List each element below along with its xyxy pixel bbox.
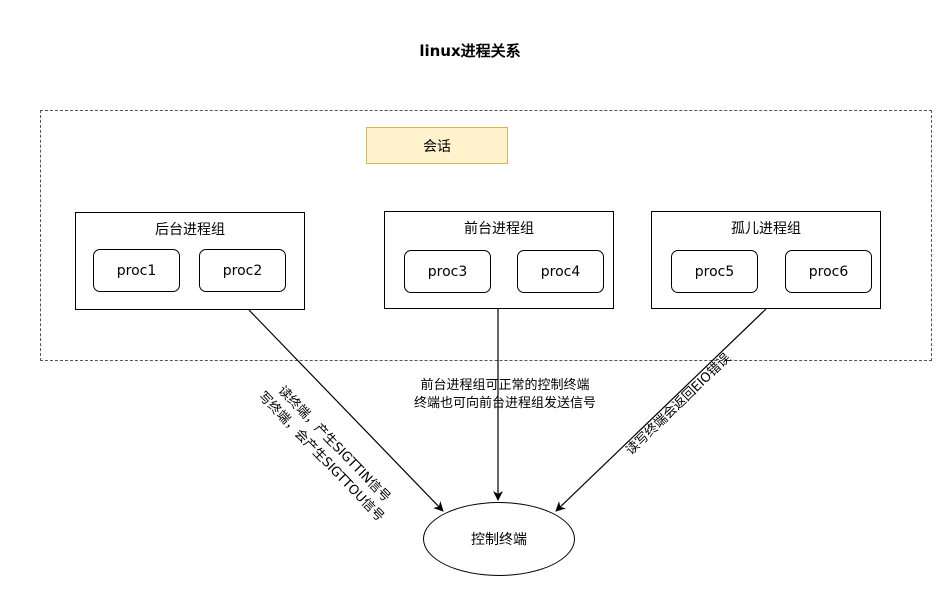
orphan-group-label: 孤儿进程组 [731, 221, 801, 237]
session-label: 会话 [366, 127, 508, 164]
foreground-note: 前台进程组可正常的控制终端 终端也可向前台进程组发送信号 [395, 377, 615, 413]
background-group-label: 后台进程组 [155, 222, 225, 238]
proc6-node: proc6 [785, 250, 872, 293]
foreground-process-group: 前台进程组 proc3 proc4 [384, 211, 614, 309]
foreground-note-line-2: 终端也可向前台进程组发送信号 [413, 396, 596, 411]
edge-background-to-terminal [248, 309, 444, 512]
proc2-node: proc2 [199, 249, 286, 292]
foreground-note-line-1: 前台进程组可正常的控制终端 [420, 378, 590, 393]
background-process-group: 后台进程组 proc1 proc2 [75, 212, 305, 310]
controlling-terminal-node: 控制终端 [423, 502, 575, 576]
foreground-group-label: 前台进程组 [464, 221, 534, 237]
diagram-title: linux进程关系 [419, 42, 521, 60]
proc5-node: proc5 [671, 250, 758, 293]
proc1-node: proc1 [93, 249, 180, 292]
edge-orphan-to-terminal [555, 308, 767, 512]
proc4-node: proc4 [517, 250, 604, 293]
session-boundary [40, 110, 932, 361]
proc3-node: proc3 [404, 250, 491, 293]
orphan-process-group: 孤儿进程组 proc5 proc6 [651, 211, 881, 309]
